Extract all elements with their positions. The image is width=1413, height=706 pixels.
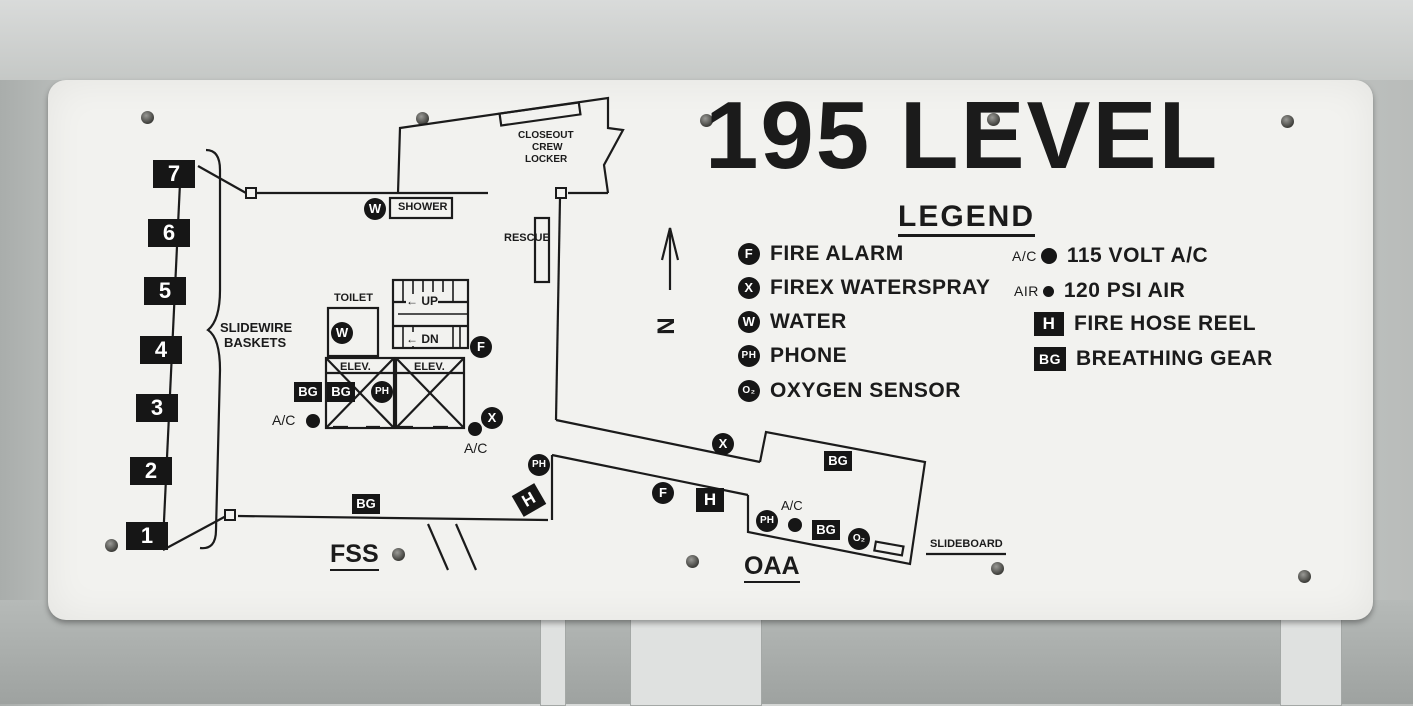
water-icon: W: [738, 311, 760, 333]
slidewire-label: SLIDEWIRE: [220, 320, 293, 335]
level-badge-1: 1: [126, 522, 168, 550]
legend-item-phone: PH PHONE: [738, 344, 847, 368]
oxygen-sensor-symbol-oaa: O₂: [848, 528, 870, 550]
firex-symbol-elev: X: [481, 407, 503, 429]
stairs-up-label: ← UP: [406, 294, 439, 308]
level-badge-6: 6: [148, 219, 190, 247]
firex-icon: X: [738, 277, 760, 299]
level-badge-7: 7: [153, 160, 195, 188]
phone-symbol-elev: PH: [371, 381, 393, 403]
firex-symbol-corridor: X: [712, 433, 734, 455]
bolt: [1281, 115, 1294, 128]
breathing-gear-symbol-oaa: BG: [812, 520, 840, 540]
bolt: [700, 114, 713, 127]
ac-label-left: A/C: [272, 412, 296, 428]
fire-hose-reel-icon: H: [1034, 312, 1064, 336]
level-badge-3: 3: [136, 394, 178, 422]
elevator-label-2: ELEV.: [414, 361, 445, 373]
rescue-label: RESCUE: [504, 232, 550, 244]
ac-outlet-icon: [1040, 248, 1057, 264]
level-sign-board: 195 LEVEL: [48, 80, 1373, 620]
ac-outlet-symbol-oaa: [788, 516, 802, 534]
ac-label-oaa: A/C: [781, 498, 803, 513]
oxygen-sensor-icon: O₂: [738, 380, 760, 402]
sign-title: 195 LEVEL: [705, 82, 1220, 189]
closeout-label-2: CREW: [532, 142, 563, 153]
phone-symbol-oaa: PH: [756, 510, 778, 532]
ac-label-right: A/C: [464, 440, 488, 456]
floor-plan-drawing: [161, 96, 1006, 571]
bolt: [416, 112, 429, 125]
level-badge-2: 2: [130, 457, 172, 485]
phone-symbol-corridor: PH: [528, 454, 550, 476]
closeout-label-1: CLOSEOUT: [518, 130, 574, 141]
ac-outlet-symbol: [468, 420, 482, 438]
fss-label: FSS: [330, 540, 379, 571]
legend-item-water: W WATER: [738, 310, 847, 334]
breathing-gear-symbol-oaa-top: BG: [824, 451, 852, 471]
shower-label: SHOWER: [398, 201, 448, 213]
breathing-gear-symbol-elev: BG: [327, 382, 355, 402]
legend-item-breathing-gear: BG BREATHING GEAR: [1034, 347, 1273, 371]
level-badge-5: 5: [144, 277, 186, 305]
phone-icon: PH: [738, 345, 760, 367]
slideboard-label: SLIDEBOARD: [930, 538, 1003, 550]
legend-item-fire-alarm: F FIRE ALARM: [738, 242, 904, 266]
legend-item-oxygen-sensor: O₂ OXYGEN SENSOR: [738, 379, 961, 403]
breathing-gear-symbol: BG: [294, 382, 322, 402]
elevator-label-1: ELEV.: [340, 361, 371, 373]
breathing-gear-symbol-fss: BG: [352, 494, 380, 514]
bolt: [392, 548, 405, 561]
bolt: [141, 111, 154, 124]
fire-alarm-symbol-oaa: F: [652, 482, 674, 504]
oaa-label: OAA: [744, 552, 800, 583]
bolt: [1298, 570, 1311, 583]
north-label: N: [651, 317, 679, 335]
legend-item-fire-hose-reel: H FIRE HOSE REEL: [1034, 312, 1256, 336]
legend-heading: LEGEND: [898, 200, 1036, 237]
fire-alarm-symbol-stairs: F: [470, 336, 492, 358]
breathing-gear-icon: BG: [1034, 347, 1066, 371]
legend-item-ac: A/C 115 VOLT A/C: [1012, 244, 1209, 267]
bolt: [105, 539, 118, 552]
air-outlet-icon: [1042, 285, 1054, 297]
fire-hose-reel-symbol-oaa: H: [696, 488, 724, 512]
toilet-label: TOILET: [334, 292, 373, 304]
bolt: [987, 113, 1000, 126]
closeout-label-3: LOCKER: [525, 154, 568, 165]
level-badge-4: 4: [140, 336, 182, 364]
legend-item-firex: X FIREX WATERSPRAY: [738, 276, 990, 300]
bolt: [991, 562, 1004, 575]
fire-alarm-icon: F: [738, 243, 760, 265]
bolt: [686, 555, 699, 568]
baskets-label: BASKETS: [224, 335, 287, 350]
legend-item-air: AIR 120 PSI AIR: [1014, 279, 1186, 302]
ac-outlet-symbol: [306, 412, 320, 430]
water-symbol-toilet: W: [331, 322, 353, 344]
wall-top: [0, 0, 1413, 80]
stairs-down-label: ← DN: [406, 332, 439, 346]
water-symbol: W: [364, 198, 386, 220]
